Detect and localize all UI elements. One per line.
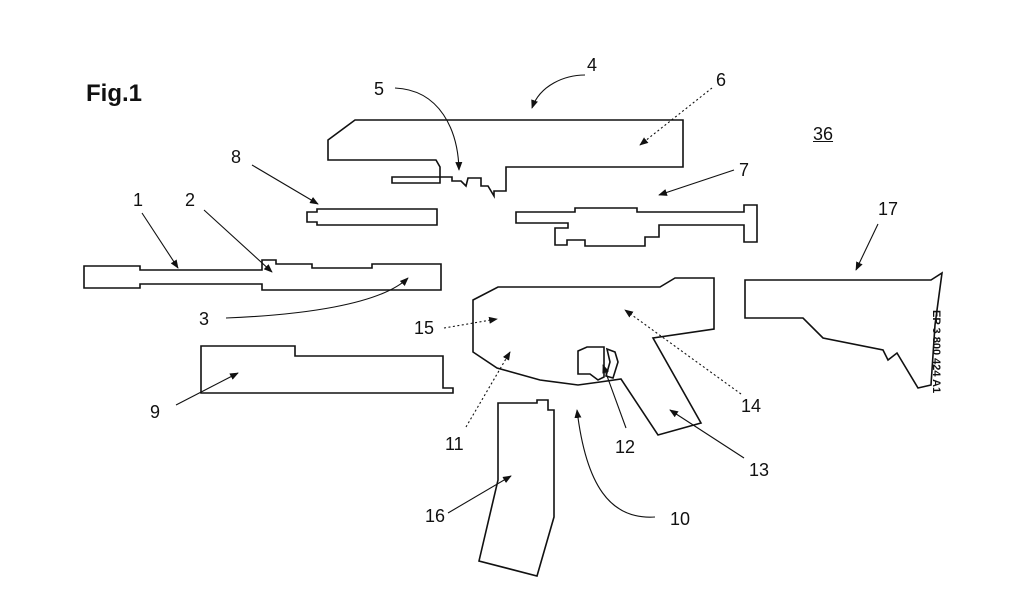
trigger-part [577, 346, 605, 381]
barrel-part [83, 259, 442, 291]
label-12: 12 [615, 437, 635, 457]
leader-13 [669, 409, 745, 459]
leader-4 [531, 74, 586, 109]
leader-9 [175, 372, 239, 406]
figure-title: Fig.1 [86, 80, 143, 107]
label-8: 8 [231, 147, 241, 167]
publication-number: EP 3 800 424 A1 [930, 310, 942, 394]
label-17: 17 [878, 199, 898, 219]
leader-5 [394, 87, 463, 171]
bolt-carrier-part [515, 204, 758, 247]
leader-11 [465, 351, 511, 428]
label-14: 14 [741, 396, 761, 416]
label-11: 11 [445, 434, 464, 454]
label-5: 5 [374, 79, 384, 99]
reference-number: 36 [813, 124, 834, 144]
stock-part [744, 271, 944, 389]
magazine-part [478, 399, 555, 577]
leader-1 [141, 212, 179, 269]
leader-2 [203, 209, 273, 273]
label-1: 1 [133, 190, 143, 210]
leader-12 [602, 364, 627, 429]
rod-part [306, 208, 438, 226]
handguard-part [200, 345, 454, 394]
upper-receiver-part [327, 119, 684, 199]
label-16: 16 [425, 506, 445, 526]
label-10: 10 [670, 509, 690, 529]
leader-7 [658, 169, 735, 196]
label-9: 9 [150, 402, 160, 422]
label-13: 13 [749, 460, 769, 480]
leader-8 [251, 164, 319, 205]
label-7: 7 [739, 160, 749, 180]
leader-14 [624, 309, 742, 395]
label-4: 4 [587, 55, 597, 75]
label-15: 15 [414, 318, 434, 338]
leader-16 [447, 475, 512, 514]
leader-3 [225, 277, 409, 319]
leader-6 [639, 87, 713, 146]
label-2: 2 [185, 190, 195, 210]
label-6: 6 [716, 70, 726, 90]
leader-17 [855, 223, 879, 271]
label-3: 3 [199, 309, 209, 329]
leader-10 [574, 409, 656, 518]
